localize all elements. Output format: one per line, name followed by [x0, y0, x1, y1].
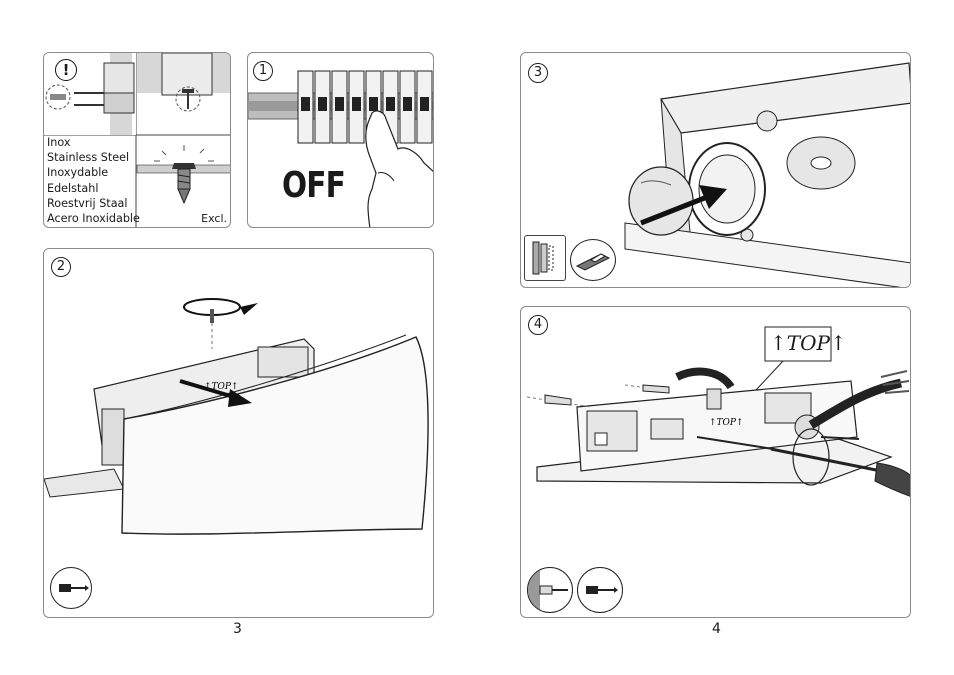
breaker-switch — [318, 97, 327, 111]
material-item: Stainless Steel — [47, 151, 130, 165]
screw-icon — [210, 309, 214, 349]
screw-icon — [696, 436, 860, 450]
step-number-1: 1 — [253, 61, 273, 81]
rotate-arrow-icon — [183, 298, 258, 316]
breaker-switch — [301, 97, 310, 111]
cutter-knife-icon — [570, 239, 616, 281]
top-marker: ↑TOP↑ — [770, 331, 847, 355]
wall-plug-icon — [527, 567, 573, 613]
screw-icon — [175, 86, 201, 112]
material-item: Inoxydable — [47, 166, 109, 180]
arrow-icon — [179, 379, 252, 407]
top-marker-small: ↑TOP↑ — [204, 382, 239, 392]
page-number-left: 3 — [233, 621, 242, 637]
off-label: OFF — [282, 165, 346, 206]
step-2-illustration: ↑TOP↑ — [44, 298, 429, 535]
wall-plug-icon — [526, 384, 672, 408]
step-3-panel: 3 — [520, 52, 911, 288]
warning-symbol: ! — [62, 61, 70, 79]
step-1-panel: 1 OFF — [247, 52, 434, 228]
excluded-label: Excl. — [201, 212, 227, 225]
top-text: TOP — [786, 331, 830, 355]
material-item: Roestvrij Staal — [47, 196, 128, 210]
circuit-breaker-icon — [248, 70, 433, 227]
breaker-switch — [352, 97, 361, 111]
screwdriver-icon — [770, 447, 910, 497]
step-number-4: 4 — [528, 315, 548, 335]
material-item: Inox — [47, 136, 71, 149]
material-item: Edelstahl — [47, 181, 99, 195]
step-number-2: 2 — [51, 257, 71, 277]
top-arrow-left: ↑ — [770, 331, 787, 355]
arrow-icon — [640, 185, 727, 226]
breaker-switch — [369, 97, 378, 111]
step-4-panel: 4 ↑TOP↑ — [520, 306, 911, 618]
step-4-illustration: ↑TOP↑ — [526, 326, 910, 497]
breaker-switch — [403, 97, 412, 111]
stainless-screw-icon — [172, 163, 196, 205]
step-3-illustration — [624, 62, 910, 287]
material-item: Acero Inoxidable — [47, 212, 140, 226]
step-number-3: 3 — [528, 63, 548, 83]
breaker-switch — [420, 97, 429, 111]
breaker-switch — [335, 97, 344, 111]
wall-plug-icon — [45, 84, 71, 110]
step-2-panel: 2 ↑TOP↑ — [43, 248, 434, 618]
top-arrow-right: ↑ — [829, 331, 847, 355]
materials-panel: ! Inox Stainless Steel Inoxydable Edelst… — [43, 52, 231, 228]
warning-icon: ! — [55, 59, 77, 81]
materials-list: Inox Stainless Steel Inoxydable Edelstah… — [47, 135, 140, 226]
breaker-switch — [386, 97, 395, 111]
page-number-right: 4 — [712, 621, 721, 637]
screwdriver-icon — [50, 567, 92, 609]
grommet-icon — [524, 235, 566, 281]
top-marker-small: ↑TOP↑ — [709, 418, 744, 428]
screwdriver-icon — [577, 567, 623, 613]
